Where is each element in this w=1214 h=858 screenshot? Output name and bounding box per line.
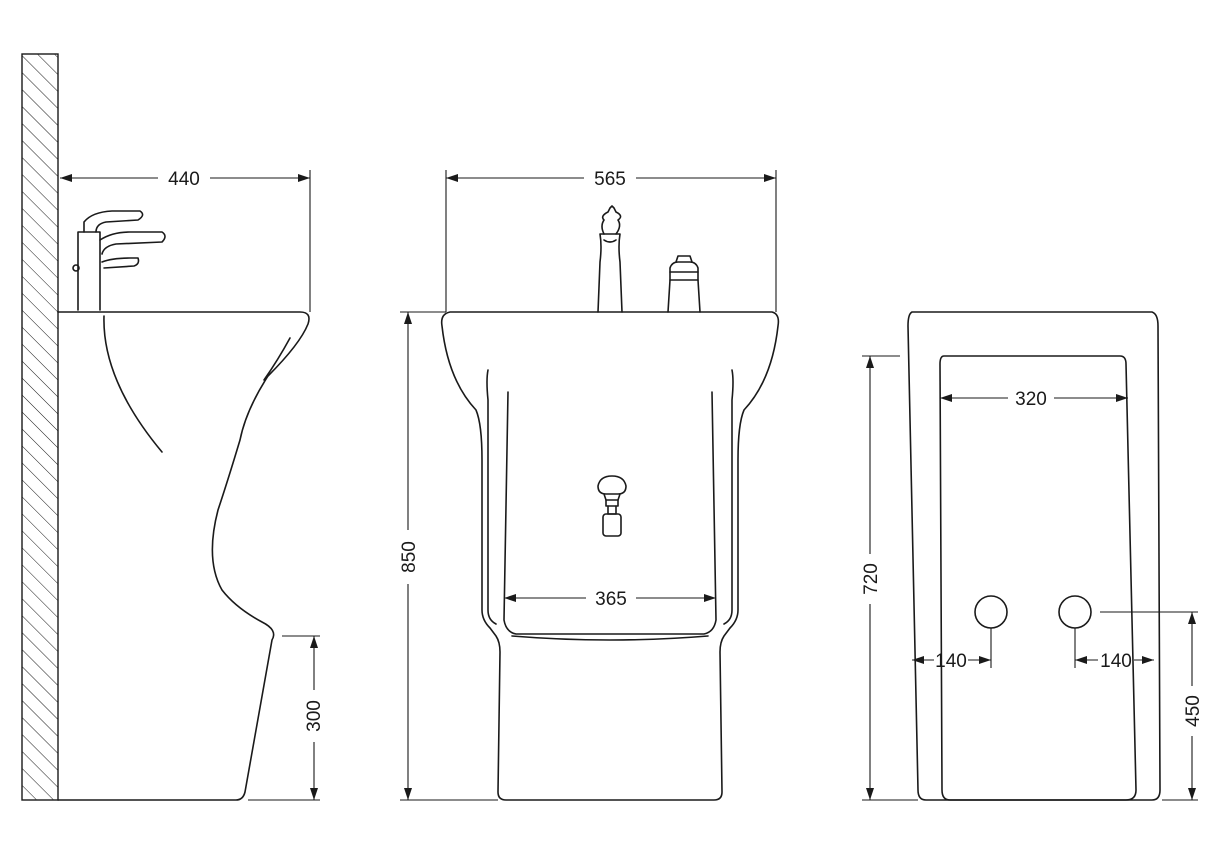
side-bowl-curve	[103, 315, 163, 453]
dim-rear-left-offset: 140	[912, 628, 992, 672]
front-waste-icon	[667, 255, 701, 313]
side-faucet-icon	[72, 210, 166, 311]
rear-hole-height-label: 450	[1183, 695, 1204, 727]
dim-rear-right-offset: 140	[1074, 628, 1154, 672]
rear-height-label: 720	[861, 563, 882, 595]
front-inner-panel	[503, 391, 717, 635]
front-height-label: 850	[399, 541, 420, 573]
dim-rear-inner-width: 320	[940, 389, 1128, 410]
front-inner-width-label: 365	[595, 589, 627, 610]
front-faucet-icon	[597, 205, 623, 313]
dim-front-height: 850	[399, 311, 498, 801]
front-width-label: 565	[594, 169, 626, 190]
rear-left-hole	[974, 595, 1008, 629]
front-trap-icon	[597, 475, 627, 537]
wall-hatch	[21, 53, 59, 801]
rear-left-offset-label: 140	[935, 651, 967, 672]
rear-right-hole	[1058, 595, 1092, 629]
dim-front-inner-width: 365	[504, 589, 716, 610]
dim-rear-height: 720	[861, 355, 918, 801]
rear-view	[907, 311, 1161, 801]
dim-rear-hole-height: 450	[1100, 611, 1204, 801]
dim-front-width: 565	[445, 169, 777, 312]
dim-side-width: 440	[60, 169, 311, 312]
front-view	[440, 205, 780, 801]
side-basin-outline	[57, 311, 310, 801]
side-width-label: 440	[168, 169, 200, 190]
rear-right-offset-label: 140	[1100, 651, 1132, 672]
side-view	[21, 53, 310, 801]
side-height-label: 300	[304, 700, 325, 732]
rear-outline	[907, 311, 1161, 801]
dim-side-height: 300	[248, 635, 325, 801]
rear-inner-panel	[939, 355, 1137, 801]
front-basin-outline	[440, 311, 780, 801]
rear-inner-width-label: 320	[1015, 389, 1047, 410]
